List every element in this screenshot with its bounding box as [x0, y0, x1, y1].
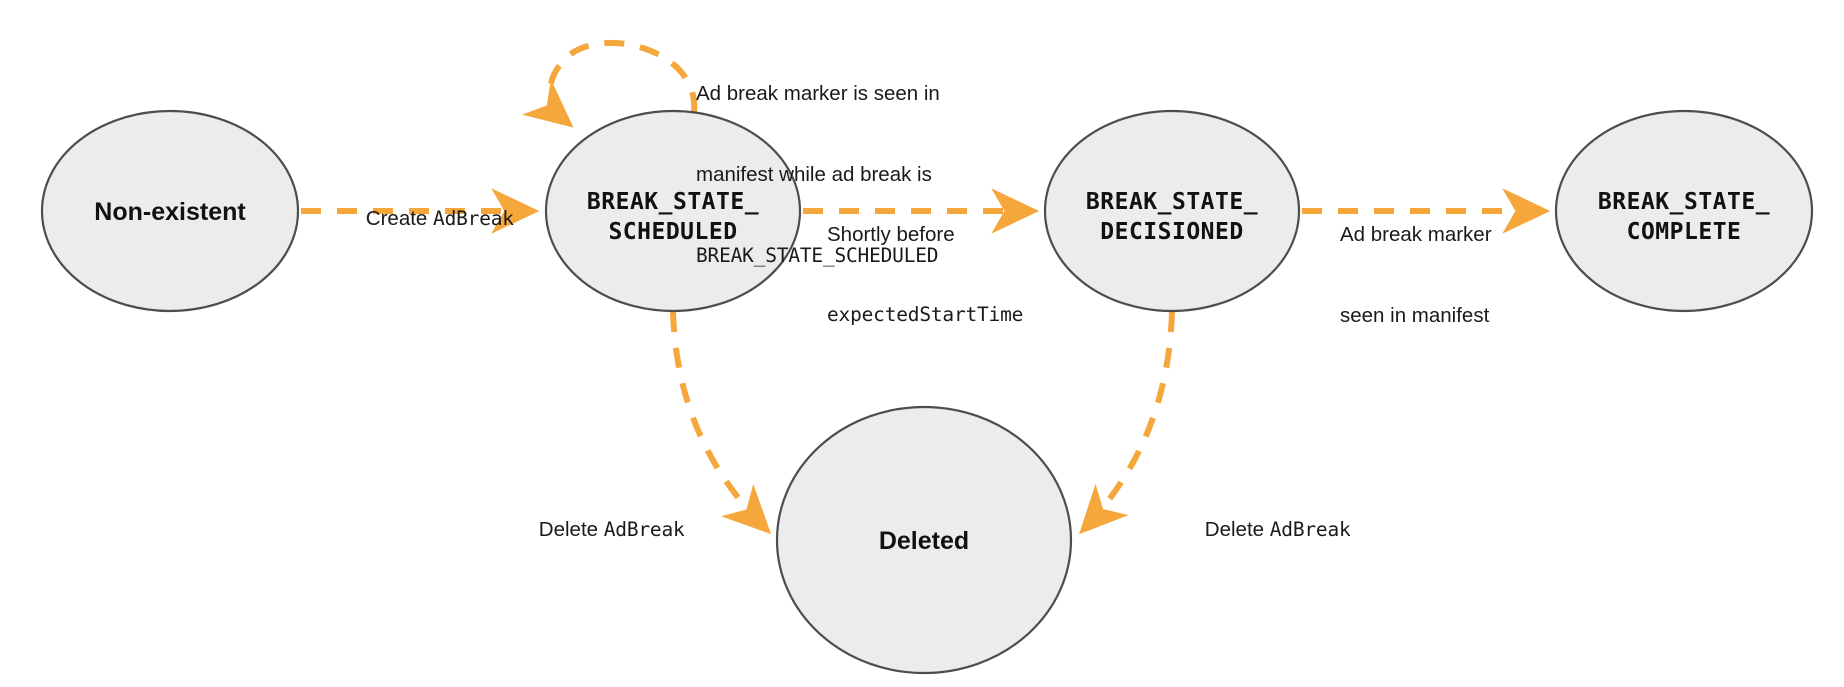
edge-label-scheduled-self-loop: Ad break marker is seen in manifest whil…: [696, 25, 940, 323]
node-break-state-complete[interactable]: BREAK_STATE_ COMPLETE: [1554, 109, 1814, 313]
node-break-state-decisioned[interactable]: BREAK_STATE_ DECISIONED: [1043, 109, 1301, 313]
node-break-state-decisioned-shape: [1043, 109, 1301, 313]
edge-label-create-adbreak: Create AdBreak: [343, 178, 514, 260]
node-break-state-decisioned-label-line1: BREAK_STATE_: [1086, 189, 1258, 215]
node-non-existent-label: Non-existent: [94, 198, 246, 226]
node-non-existent-shape: [40, 109, 300, 313]
node-break-state-scheduled-label-line1: BREAK_STATE_: [587, 189, 759, 215]
node-break-state-scheduled[interactable]: BREAK_STATE_ SCHEDULED: [544, 109, 802, 313]
edge-label-delete-adbreak-right: Delete AdBreak: [1182, 489, 1351, 571]
node-break-state-decisioned-label-line2: DECISIONED: [1100, 219, 1243, 245]
edge-label-expected-start-time: expectedStartTime: [827, 303, 1024, 327]
node-break-state-scheduled-label-line2: SCHEDULED: [608, 219, 737, 245]
edge-scheduled-self-loop: [522, 39, 698, 128]
node-break-state-complete-shape: [1554, 109, 1814, 313]
edge-label-delete-adbreak-right-plain: Delete: [1204, 518, 1270, 542]
edge-label-marker-seen-line1: Ad break marker: [1340, 222, 1492, 246]
edge-label-self-loop-line3: BREAK_STATE_SCHEDULED: [696, 244, 939, 267]
edge-label-delete-adbreak-right-mono: AdBreak: [1269, 518, 1351, 542]
node-non-existent[interactable]: Non-existent: [40, 109, 300, 313]
edge-label-create-adbreak-mono: AdBreak: [433, 207, 514, 231]
edge-label-self-loop-line2: manifest while ad break is: [696, 163, 932, 187]
edge-label-delete-adbreak-left: Delete AdBreak: [516, 489, 685, 571]
edge-delete-adbreak-from-decisioned: [1079, 311, 1175, 535]
node-break-state-scheduled-shape: [544, 109, 802, 313]
edge-label-shortly-before-line1: Shortly before: [827, 222, 955, 246]
edge-label-self-loop-line1: Ad break marker is seen in: [696, 81, 940, 105]
edge-label-shortly-before: Shortly before expectedStartTime: [827, 166, 1023, 383]
node-break-state-complete-label-line2: COMPLETE: [1627, 219, 1742, 245]
edge-label-delete-adbreak-left-mono: AdBreak: [603, 518, 685, 542]
node-break-state-complete-label-line1: BREAK_STATE_: [1598, 189, 1770, 215]
node-deleted[interactable]: Deleted: [775, 405, 1073, 675]
edge-label-marker-seen-in-manifest: Ad break marker seen in manifest: [1340, 166, 1492, 384]
edge-delete-adbreak-from-scheduled: [670, 311, 772, 535]
node-deleted-shape: [775, 405, 1073, 675]
edge-label-create-adbreak-plain: Create: [365, 207, 434, 231]
edge-label-delete-adbreak-left-plain: Delete: [538, 518, 604, 542]
edge-label-marker-seen-line2: seen in manifest: [1340, 304, 1490, 328]
node-deleted-label: Deleted: [879, 527, 969, 555]
